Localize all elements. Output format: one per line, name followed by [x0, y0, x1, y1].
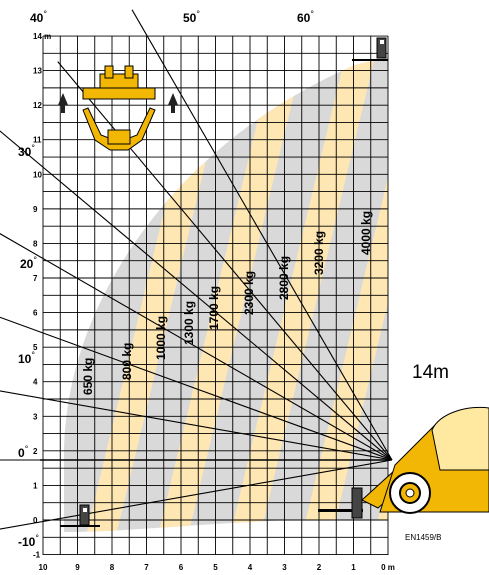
angle-label-20: 20°	[20, 255, 37, 271]
y-tick-label: 11	[33, 136, 42, 145]
x-tick-label: 4	[248, 563, 253, 572]
y-tick-label: 0	[33, 516, 38, 525]
y-tick-label: 4	[33, 378, 38, 387]
angle-label-30: 30°	[18, 143, 35, 159]
grid	[40, 35, 389, 556]
x-tick-label: 9	[75, 563, 80, 572]
degree-symbol: °	[35, 533, 39, 543]
degree-symbol: °	[33, 255, 37, 265]
load-labels: 650 kg 800 kg 1000 kg 1300 kg 1700 kg 2300 kg…	[81, 211, 373, 395]
y-tick-label: 8	[33, 239, 38, 248]
load-zone-label: 1000 kg	[154, 316, 168, 360]
y-tick-label: 2	[33, 447, 38, 456]
y-tick-label: -1	[33, 551, 41, 560]
x-axis-ticks: 10 9 8 7 6 5 4 3 2 1 0 m	[39, 563, 395, 572]
angle-line-40	[0, 130, 393, 461]
x-tick-label: 10	[39, 563, 48, 572]
load-zone-label: 3200 kg	[312, 231, 326, 275]
y-tick-label: 12	[33, 101, 42, 110]
angle-line-20	[0, 316, 393, 461]
bottom-fork-carriage-icon	[60, 504, 100, 527]
y-tick-label: 13	[33, 67, 42, 76]
y-tick-label: 10	[33, 170, 42, 179]
load-zone-label: 1700 kg	[207, 286, 221, 330]
max-reach-label: 14m	[412, 362, 449, 383]
y-tick-label: 9	[33, 205, 38, 214]
degree-symbol: °	[31, 350, 35, 360]
x-tick-label: 2	[317, 563, 322, 572]
x-tick-label: 3	[282, 563, 287, 572]
boom-angle-lines	[0, 9, 393, 530]
angle-label-60: 60°	[297, 9, 314, 25]
angle-label-0: 0°	[18, 444, 29, 460]
angle-line-30	[0, 233, 393, 461]
y-tick-label: 3	[33, 412, 38, 421]
stabiliser-illustration	[58, 65, 178, 151]
load-zone-label: 4000 kg	[359, 211, 373, 255]
top-fork-carriage-icon	[352, 37, 388, 61]
load-zone-stripe	[157, 57, 307, 532]
y-tick-label: 5	[33, 343, 38, 352]
angle-label--10: -10°	[18, 533, 39, 549]
degree-symbol: °	[43, 9, 47, 19]
angle-line-60	[131, 9, 393, 461]
load-zone-stripe	[229, 57, 379, 532]
angle-line-50	[57, 61, 393, 461]
boom-angle-labels: -10°0°10°20°30°40°50°60°	[18, 9, 314, 549]
x-tick-label: 8	[110, 563, 115, 572]
x-tick-label: 7	[144, 563, 149, 572]
x-tick-label: 5	[213, 563, 218, 572]
x-tick-label: 1	[351, 563, 356, 572]
degree-symbol: °	[25, 444, 29, 454]
load-zone-label: 1300 kg	[182, 301, 196, 345]
angle-label-50: 50°	[183, 9, 200, 25]
load-zone-label: 2800 kg	[277, 256, 291, 300]
chart-reference-code: EN1459/B	[405, 533, 441, 542]
y-tick-label: 1	[33, 481, 38, 490]
angle-line-10	[0, 390, 393, 461]
x-tick-label: 0 m	[381, 563, 395, 572]
y-tick-label: 7	[33, 274, 38, 283]
load-zone-label: 650 kg	[81, 358, 95, 395]
telehandler-machine-icon	[318, 406, 489, 519]
angle-label-40: 40°	[30, 9, 47, 25]
load-zone-label: 2300 kg	[242, 271, 256, 315]
degree-symbol: °	[196, 9, 200, 19]
degree-symbol: °	[310, 9, 314, 19]
angle-line--10	[0, 459, 393, 530]
y-tick-label: 14 m	[33, 32, 51, 41]
y-tick-label: 6	[33, 309, 38, 318]
load-zone-label: 800 kg	[120, 343, 134, 380]
degree-symbol: °	[31, 143, 35, 153]
angle-label-10: 10°	[18, 350, 35, 366]
x-tick-label: 6	[179, 563, 184, 572]
